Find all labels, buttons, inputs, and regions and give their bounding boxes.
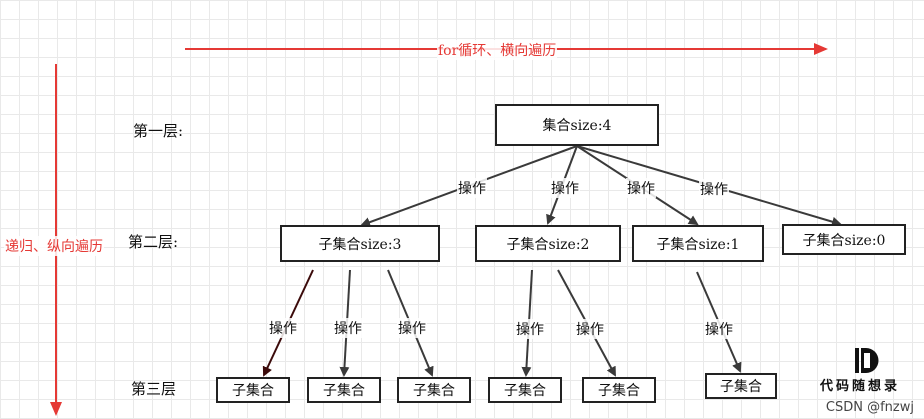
node-l3-6: 子集合 xyxy=(705,373,777,399)
layer-label-first: 第一层: xyxy=(133,122,184,140)
edge-label: 操作 xyxy=(550,178,580,198)
node-l2-size1: 子集合size:1 xyxy=(632,225,764,262)
edge-label: 操作 xyxy=(575,319,605,339)
layer-label-second: 第二层: xyxy=(128,233,179,251)
node-l3-2: 子集合 xyxy=(307,377,381,403)
node-l3-3: 子集合 xyxy=(397,377,471,403)
node-l3-4: 子集合 xyxy=(488,377,562,403)
logo: 代码随想录 xyxy=(817,342,917,402)
edge-label: 操作 xyxy=(515,319,545,339)
node-l3-5: 子集合 xyxy=(582,377,656,403)
horizontal-traversal-label: for循环、横向遍历 xyxy=(437,40,558,60)
node-l3-1: 子集合 xyxy=(216,377,290,403)
node-l2-size0: 子集合size:0 xyxy=(782,224,906,255)
node-root: 集合size:4 xyxy=(495,104,659,146)
node-l2-size2: 子集合size:2 xyxy=(475,225,621,262)
edge-label: 操作 xyxy=(626,178,656,198)
logo-d-icon xyxy=(855,348,879,373)
edge-label: 操作 xyxy=(268,318,298,338)
edge-label: 操作 xyxy=(704,319,734,339)
edge-label: 操作 xyxy=(397,318,427,338)
vertical-traversal-label: 递归、纵向遍历 xyxy=(4,236,104,256)
edge-label: 操作 xyxy=(333,318,363,338)
edge-label: 操作 xyxy=(457,178,487,198)
node-l2-size3: 子集合size:3 xyxy=(280,225,440,262)
watermark: CSDN @fnzwj xyxy=(825,400,914,415)
edge-label: 操作 xyxy=(699,179,729,199)
logo-text: 代码随想录 xyxy=(820,379,901,394)
layer-label-third: 第三层 xyxy=(131,380,177,398)
